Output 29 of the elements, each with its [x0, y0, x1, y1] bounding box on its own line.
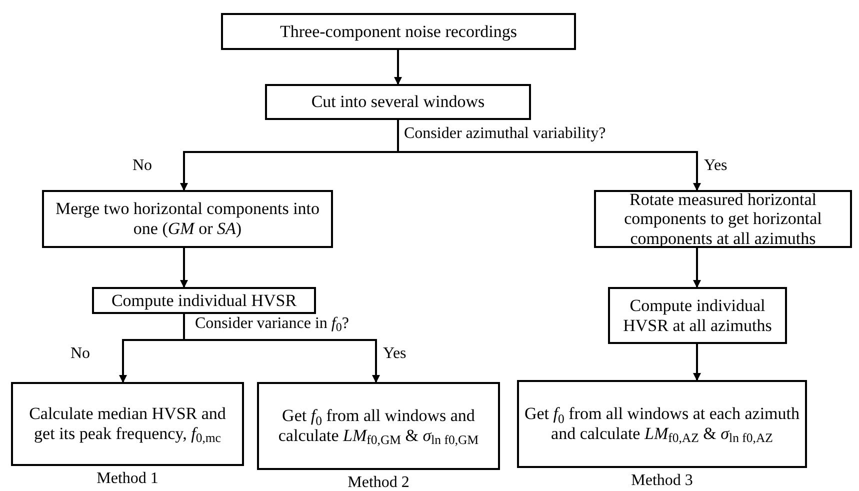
arrow — [693, 248, 701, 288]
arrow — [394, 50, 402, 85]
process-box — [92, 287, 316, 314]
process-box — [11, 382, 244, 466]
process-box — [221, 13, 576, 50]
arrow — [397, 120, 701, 191]
arrow — [693, 344, 701, 381]
box-text: Get f$_{0}$ from all windows and calculate LM$_{f0,GM}$ & σ$_{ln f0,GM}$ — [277, 406, 480, 446]
box-text: Cut into several windows — [311, 92, 485, 112]
process-box — [608, 287, 787, 344]
process-box — [257, 382, 500, 470]
arrow — [180, 248, 188, 288]
box-text: Calculate median HVSR and get its peak frequency, f$_{0,mc}$ — [28, 404, 227, 444]
box-text: Three-component noise recordings — [280, 22, 517, 42]
arrow — [183, 314, 380, 383]
box-text: Rotate measured horizontal components to get horizontal components at all azimuths — [623, 190, 823, 248]
process-box — [265, 84, 531, 120]
method-caption: Method 3 — [630, 473, 694, 489]
box-text: Compute individual HVSR — [111, 290, 297, 310]
decision-question: Consider variance in f$_{0}$? — [195, 316, 349, 332]
method-caption: Method 2 — [346, 475, 410, 491]
decision-question: Consider azimuthal variability? — [404, 126, 606, 142]
process-box — [517, 380, 807, 468]
box-text: Compute individual HVSR at all azimuths — [622, 296, 773, 336]
method-caption: Method 1 — [96, 471, 160, 487]
process-box — [42, 190, 333, 248]
process-box — [594, 190, 852, 248]
box-text: Get f$_{0}$ from all windows at each azimuth and calculate LM$_{f0,AZ}$ & σ$_{ln f0,AZ}$ — [523, 404, 800, 444]
box-text: Merge two horizontal components into one (GM or SA) — [54, 199, 321, 239]
